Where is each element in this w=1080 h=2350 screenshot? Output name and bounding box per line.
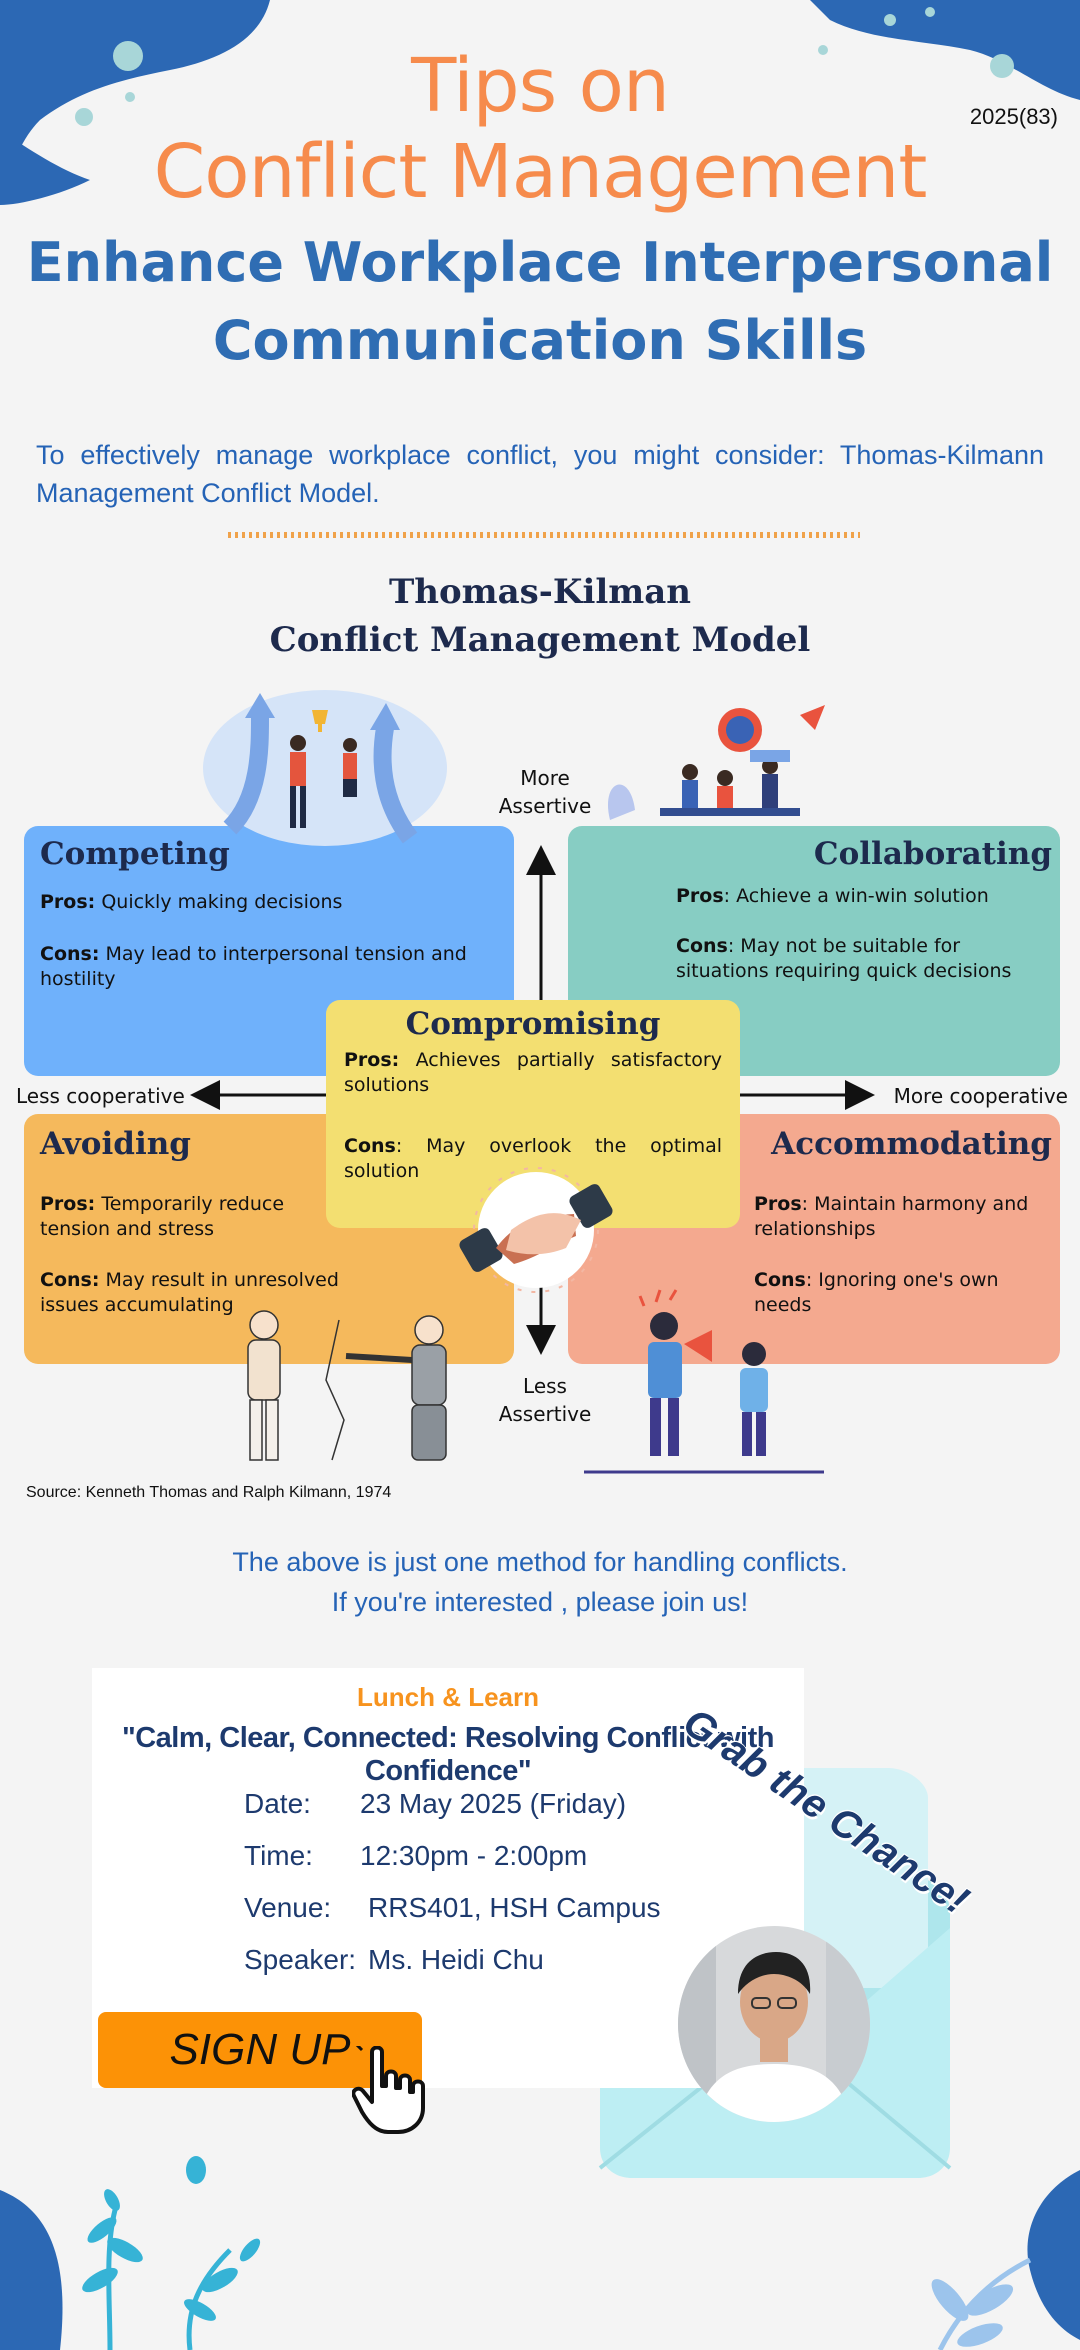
subtitle-line1: Enhance Workplace Interpersonal bbox=[26, 231, 1054, 294]
speaker-avatar bbox=[676, 1924, 872, 2124]
compromising-pros: Pros: Achieves partially satisfactory so… bbox=[344, 1049, 722, 1096]
closing-line1: The above is just one method for handlin… bbox=[232, 1547, 848, 1577]
top-right-blob-decoration bbox=[790, 0, 1080, 110]
speaker-label: Speaker: bbox=[244, 1944, 357, 1975]
dotted-divider bbox=[228, 530, 860, 540]
closing-line2: If you're interested , please join us! bbox=[331, 1587, 749, 1617]
time-label: Time: bbox=[244, 1840, 313, 1871]
model-title-line1: Thomas-Kilman bbox=[388, 572, 692, 612]
bottom-right-plant-decoration bbox=[920, 2170, 1080, 2350]
model-title-line2: Conflict Management Model bbox=[269, 620, 811, 660]
competing-cons: Cons: May lead to interpersonal tension … bbox=[40, 943, 467, 990]
accommodating-illustration bbox=[584, 1286, 834, 1476]
competing-illustration bbox=[200, 688, 450, 868]
event-title: "Calm, Clear, Connected: Resolving Confl… bbox=[121, 1722, 775, 1787]
issue-number: 2025(83) bbox=[969, 104, 1058, 129]
date-label: Date: bbox=[244, 1788, 311, 1819]
top-left-blob-decoration bbox=[0, 0, 290, 210]
avoiding-cons: Cons: May result in unresolved issues ac… bbox=[40, 1269, 339, 1316]
handshake-illustration bbox=[456, 1160, 616, 1300]
speaker-value: Ms. Heidi Chu bbox=[368, 1944, 544, 1975]
date-value: 23 May 2025 (Friday) bbox=[360, 1788, 627, 1819]
axis-more-cooperative: More cooperative bbox=[893, 1084, 1068, 1108]
collaborating-cons: Cons: May not be suitable for situations… bbox=[676, 935, 1012, 982]
collaborating-title: Collaborating bbox=[813, 836, 1052, 872]
accommodating-cons: Cons: Ignoring one's own needs bbox=[754, 1269, 999, 1316]
compromising-title: Compromising bbox=[405, 1006, 661, 1042]
accommodating-title: Accommodating bbox=[771, 1126, 1052, 1162]
compromising-cons: Cons: May overlook the optimal solution bbox=[344, 1135, 722, 1182]
axis-less-assertive: Less Assertive bbox=[498, 1374, 592, 1426]
page-title-line1: Tips on bbox=[411, 43, 670, 129]
hand-cursor-icon bbox=[352, 2046, 428, 2134]
intro-paragraph: To effectively manage workplace conflict… bbox=[36, 440, 1044, 508]
sign-up-button[interactable]: SIGN UP bbox=[98, 2012, 422, 2088]
collaborating-illustration bbox=[600, 700, 840, 850]
time-value: 12:30pm - 2:00pm bbox=[360, 1840, 588, 1871]
axis-less-cooperative: Less cooperative bbox=[16, 1084, 185, 1108]
avoiding-title: Avoiding bbox=[40, 1126, 191, 1162]
subtitle-line2: Communication Skills bbox=[212, 309, 868, 372]
venue-label: Venue: bbox=[244, 1892, 332, 1923]
source-citation: Source: Kenneth Thomas and Ralph Kilmann… bbox=[26, 1484, 392, 1501]
bottom-left-plant-decoration bbox=[0, 2130, 280, 2350]
avoiding-pros: Pros: Temporarily reduce tension and str… bbox=[40, 1193, 285, 1240]
competing-pros: Pros: Quickly making decisions bbox=[40, 891, 343, 913]
avoiding-illustration bbox=[214, 1300, 484, 1470]
accommodating-quadrant: Accommodating Pros: Maintain harmony and… bbox=[568, 1114, 1060, 1364]
axis-more-assertive: More Assertive bbox=[498, 766, 592, 818]
venue-value: RRS401, HSH Campus bbox=[368, 1892, 661, 1923]
competing-title: Competing bbox=[40, 836, 230, 872]
event-label: Lunch & Learn bbox=[356, 1682, 539, 1712]
accommodating-pros: Pros: Maintain harmony and relationships bbox=[754, 1193, 1029, 1240]
collaborating-pros: Pros: Achieve a win-win solution bbox=[676, 885, 989, 907]
page-title-line2: Conflict Management bbox=[153, 129, 928, 215]
